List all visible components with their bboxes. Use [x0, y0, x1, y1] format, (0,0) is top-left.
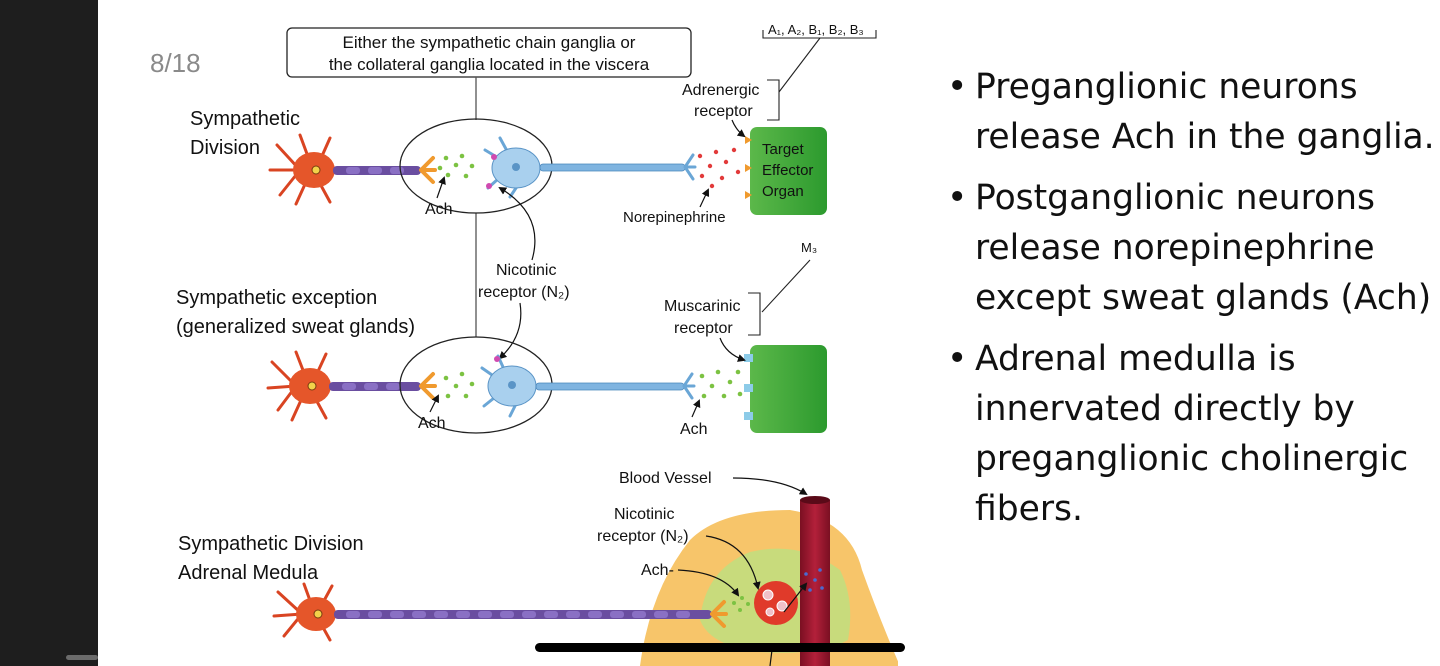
muscarinic-subtype: M₃: [801, 240, 817, 255]
bullet-dot: •: [947, 67, 968, 107]
bullet-line: Preganglionic neurons: [975, 67, 1358, 107]
nicotinic-receptor-adrenal-1: Nicotinic: [614, 506, 674, 523]
bullet-line: release norepinephrine: [975, 228, 1375, 268]
bullet-line: fibers.: [975, 489, 1083, 529]
postganglionic-neuron-1: [483, 136, 697, 199]
bullet-dot: •: [947, 339, 968, 379]
ach-vesicles-2: [443, 371, 475, 399]
home-indicator[interactable]: [535, 643, 905, 652]
adrenergic-subtypes: A₁, A₂, B₁, B₂, B₃: [768, 22, 864, 37]
target-label-2: Effector: [762, 162, 813, 179]
adrenergic-receptor-label-1: Adrenergic: [682, 82, 759, 99]
nicotinic-receptor-label-2: receptor (N₂): [478, 284, 570, 301]
blood-vessel: [800, 500, 830, 666]
nicotinic-receptor-label-1: Nicotinic: [496, 262, 556, 279]
preganglionic-neuron-3: [272, 582, 728, 642]
sympathetic-diagram: Either the sympathetic chain ganglia or …: [176, 22, 898, 666]
bullet-line: Adrenal medulla is: [975, 339, 1296, 379]
norepinephrine-label: Norepinephrine: [623, 209, 726, 226]
adrenal-label-1: Sympathetic Division: [178, 533, 364, 555]
exception-label-2: (generalized sweat glands): [176, 316, 415, 338]
preganglionic-neuron-2: [266, 350, 437, 422]
norepinephrine-vesicles: [697, 147, 741, 189]
bullet-line: innervated directly by: [975, 389, 1355, 429]
ach-label-3: Ach: [680, 421, 708, 438]
blood-vessel-label: Blood Vessel: [619, 470, 712, 487]
preganglionic-neuron-1: [268, 133, 437, 206]
bullet-line: Postganglionic neurons: [975, 178, 1375, 218]
sympathetic-division-label-2: Division: [190, 137, 260, 159]
exception-label-1: Sympathetic exception: [176, 287, 377, 309]
ach-label-2: Ach: [418, 415, 446, 432]
ganglia-location-text-2: the collateral ganglia located in the vi…: [329, 55, 650, 74]
ganglia-location-text-1: Either the sympathetic chain ganglia or: [343, 33, 636, 52]
bullet-item: • Postganglionic neurons release norepin…: [945, 173, 1440, 323]
bullet-line: release Ach in the ganglia.: [975, 117, 1435, 157]
postganglionic-neuron-2: [480, 354, 696, 418]
bullet-line: preganglionic cholinergic: [975, 439, 1409, 479]
bullet-item: • Preganglionic neurons release Ach in t…: [945, 62, 1440, 162]
ach-vesicles-1: [437, 153, 475, 179]
ach-vesicles-3: [699, 369, 743, 399]
ganglia-location-box: [286, 27, 692, 78]
left-sidebar: [0, 0, 98, 666]
chromaffin-cell: [754, 581, 798, 625]
sympathetic-division-label-1: Sympathetic: [190, 108, 300, 130]
bullet-line: except sweat glands (Ach): [975, 278, 1432, 318]
sweat-gland: [750, 345, 827, 433]
target-label-1: Target: [762, 141, 805, 158]
nicotinic-receptor-adrenal-2: receptor (N₂): [597, 528, 689, 545]
muscarinic-receptor-label-1: Muscarinic: [664, 298, 740, 315]
muscarinic-receptor-label-2: receptor: [674, 320, 733, 337]
ach-adrenal-label: Ach-: [641, 562, 674, 579]
target-label-3: Organ: [762, 183, 804, 200]
bullet-dot: •: [947, 178, 968, 218]
bullet-list: • Preganglionic neurons release Ach in t…: [945, 62, 1440, 545]
ach-label-1: Ach: [425, 201, 453, 218]
adrenergic-receptor-label-2: receptor: [694, 103, 753, 120]
target-effector-organ: [750, 127, 827, 215]
scrollbar[interactable]: [66, 655, 98, 660]
bullet-item: • Adrenal medulla is innervated directly…: [945, 334, 1440, 534]
page-indicator: 8/18: [150, 48, 201, 78]
adrenal-label-2: Adrenal Medula: [178, 562, 319, 584]
